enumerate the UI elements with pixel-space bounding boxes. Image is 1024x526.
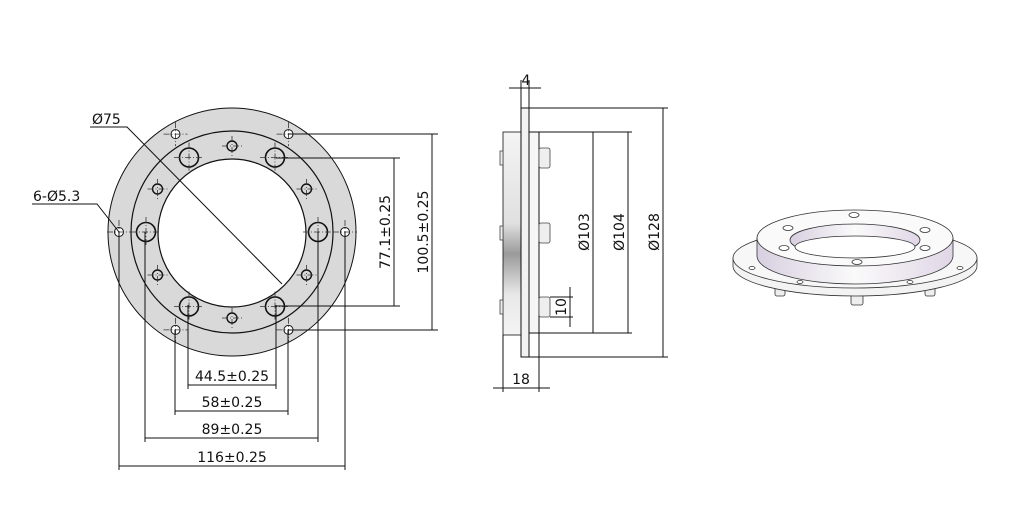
studs <box>499 147 551 318</box>
side-dimension-lines <box>493 80 668 392</box>
dimension-lines <box>119 134 433 467</box>
dim-77-1: 77.1±0.25 <box>378 195 394 269</box>
dia-103-label: Ø103 <box>577 213 593 251</box>
front-view: Ø75 6-Ø5.3 44.5±0.25 58±0.25 89±0.25 116… <box>32 107 438 470</box>
dia-104-label: Ø104 <box>612 213 628 251</box>
dim-116: 116±0.25 <box>197 450 267 466</box>
base-cylinder <box>502 131 522 336</box>
hole-callout-label: 6-Ø5.3 <box>33 189 80 205</box>
dim-100-5: 100.5±0.25 <box>416 191 432 274</box>
flange-thickness-label: 4 <box>522 73 531 89</box>
extension-lines <box>118 133 438 470</box>
bearing-ring <box>528 131 540 334</box>
dim-44-5: 44.5±0.25 <box>195 369 269 385</box>
total-thickness-label: 18 <box>512 372 530 388</box>
stud-height-label: 10 <box>554 298 570 316</box>
dim-58: 58±0.25 <box>202 395 263 411</box>
bore-diameter-label: Ø75 <box>92 112 121 128</box>
dim-89: 89±0.25 <box>202 422 263 438</box>
hole-leader <box>32 203 120 233</box>
flange-plate <box>520 107 530 358</box>
bore-leader <box>90 126 283 285</box>
isometric-view <box>732 209 978 306</box>
side-view: 4 18 10 Ø103 Ø104 Ø128 <box>493 73 668 392</box>
dia-128-label: Ø128 <box>647 213 663 251</box>
